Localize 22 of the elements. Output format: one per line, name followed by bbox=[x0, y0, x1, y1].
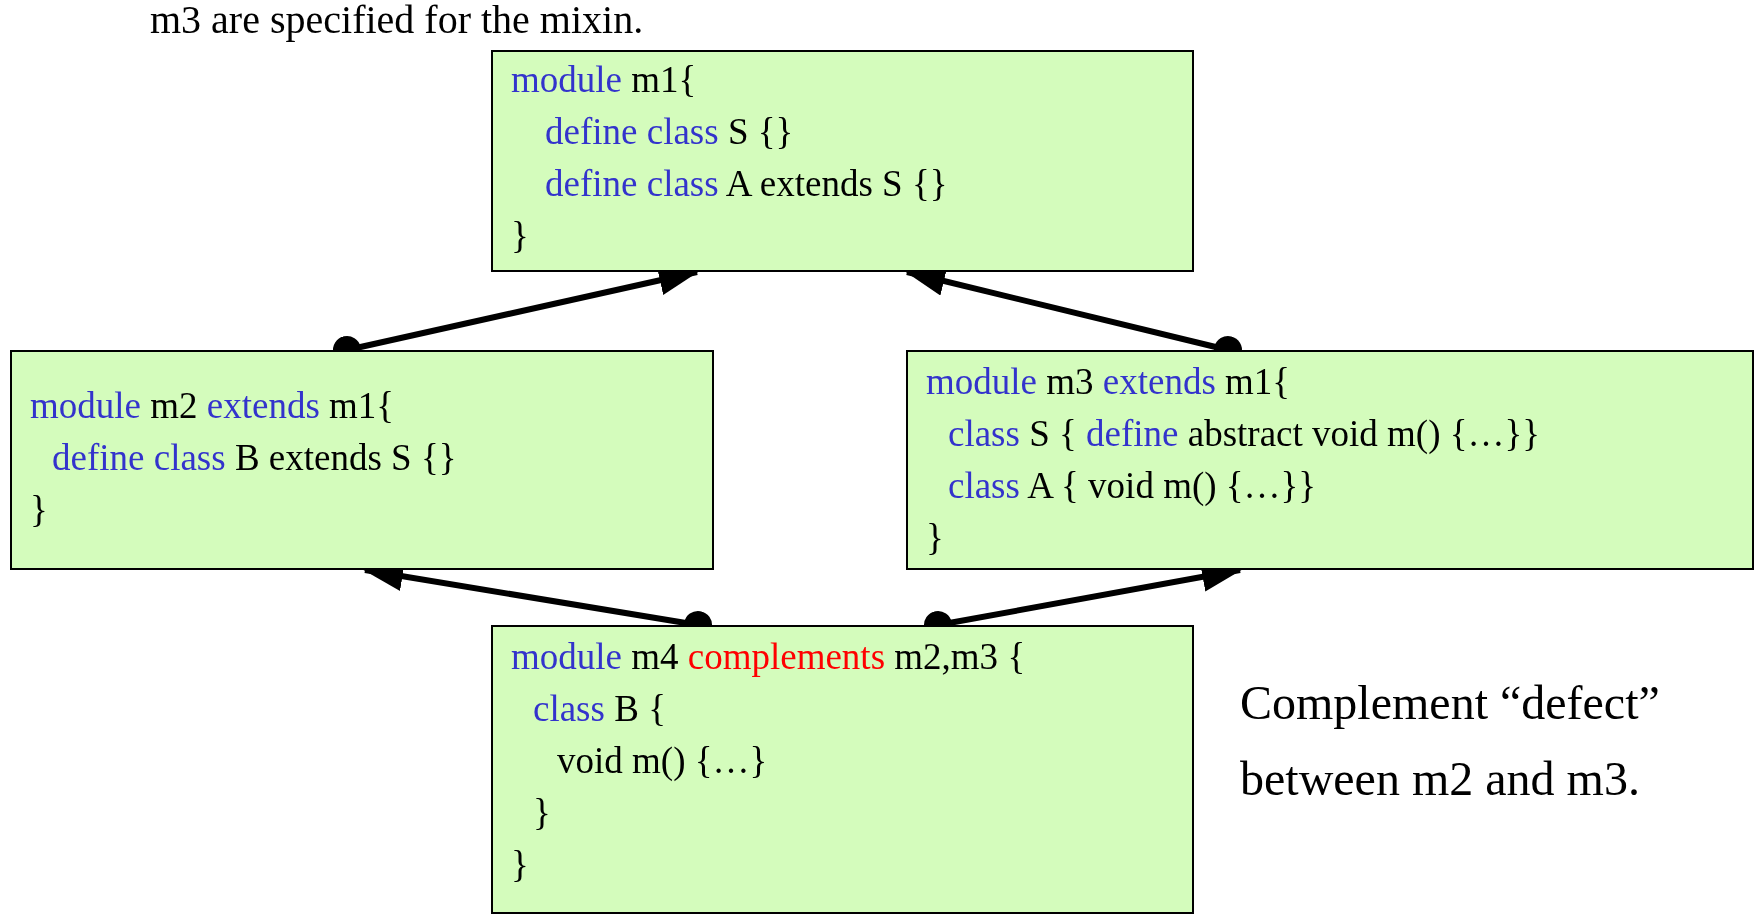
code-line: module m1{ bbox=[511, 58, 697, 102]
code-line: module m3 extends m1{ bbox=[926, 360, 1291, 404]
code-line: class B { bbox=[532, 687, 666, 731]
module-box bbox=[906, 350, 1754, 570]
code-line: class A { void m() {…}} bbox=[947, 464, 1317, 508]
code-line: } bbox=[30, 488, 48, 532]
code-line: define class S {} bbox=[544, 110, 794, 154]
code-line: } bbox=[926, 516, 944, 560]
code-line: define class A extends S {} bbox=[544, 162, 948, 206]
module-box bbox=[10, 350, 714, 570]
module-box bbox=[491, 50, 1194, 272]
note-text: Complement “defect” between m2 and m3. bbox=[1240, 675, 1661, 807]
code-line: class S { define abstract void m() {…}} bbox=[947, 412, 1541, 456]
code-line: module m4 complements m2,m3 { bbox=[511, 635, 1026, 679]
code-line: void m() {…} bbox=[556, 739, 768, 783]
code-line: module m2 extends m1{ bbox=[30, 384, 395, 428]
code-line: define class B extends S {} bbox=[51, 436, 457, 480]
code-line: } bbox=[511, 214, 529, 258]
code-line: } bbox=[511, 843, 529, 887]
heading-text: m3 are specified for the mixin. bbox=[150, 0, 644, 44]
module-box bbox=[491, 625, 1194, 914]
code-line: } bbox=[532, 791, 551, 835]
